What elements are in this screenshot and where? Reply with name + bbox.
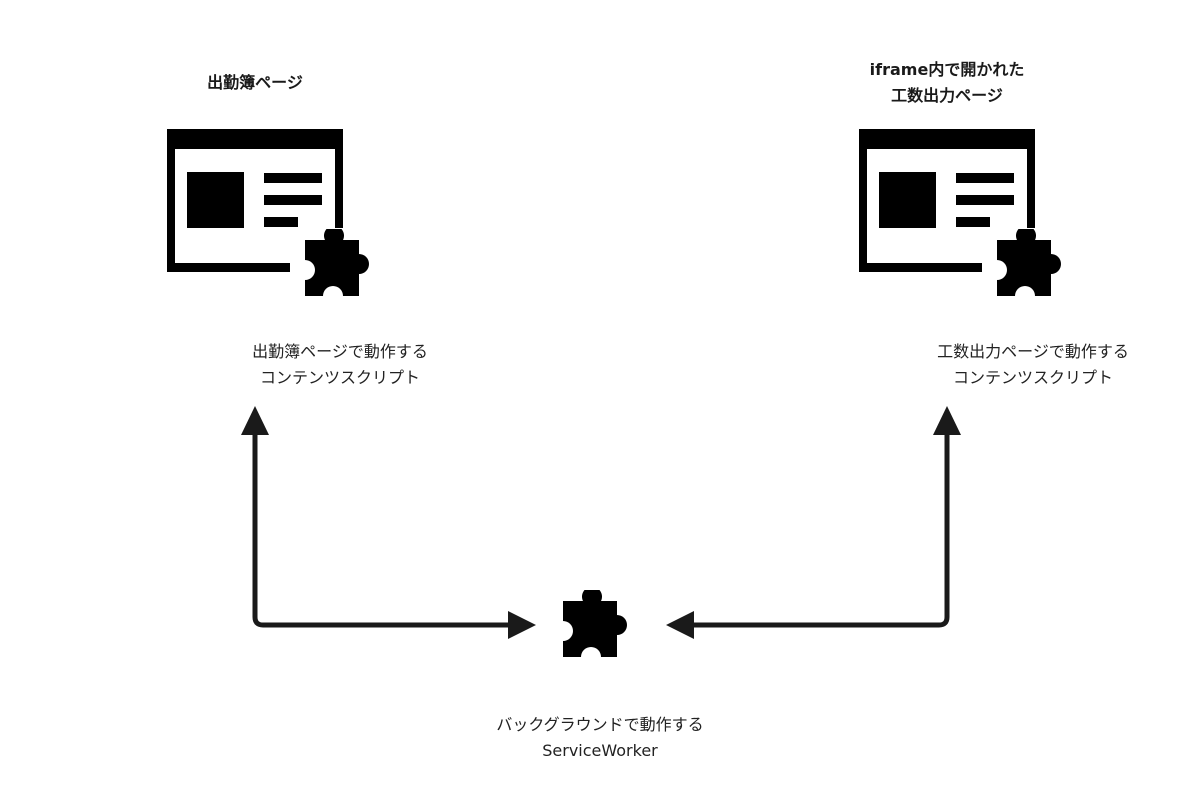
left-connector-arrow xyxy=(241,406,536,639)
left-node-caption: 出勤簿ページで動作する コンテンツスクリプト xyxy=(200,339,480,391)
right-title-line-2: 工数出力ページ xyxy=(891,86,1003,105)
service-worker-puzzle-icon xyxy=(563,590,627,657)
left-window-image-block xyxy=(187,172,244,228)
right-arrowhead-left xyxy=(666,611,694,639)
left-window-text-line-3 xyxy=(264,217,298,227)
right-window-text-line-1 xyxy=(956,173,1014,183)
right-node-title: iframe内で開かれた 工数出力ページ xyxy=(847,57,1047,109)
right-browser-window-icon xyxy=(859,129,1061,296)
bottom-caption-line-2: ServiceWorker xyxy=(542,741,658,760)
right-node-caption: 工数出力ページで動作する コンテンツスクリプト xyxy=(893,339,1173,391)
right-window-text-line-2 xyxy=(956,195,1014,205)
bottom-caption-line-1: バックグラウンドで動作する xyxy=(496,715,704,734)
left-node-title: 出勤簿ページ xyxy=(207,73,303,92)
left-caption-line-2: コンテンツスクリプト xyxy=(259,368,420,387)
left-caption-line-1: 出勤簿ページで動作する xyxy=(252,342,428,361)
left-browser-window-icon xyxy=(167,129,369,296)
left-puzzle-icon xyxy=(305,229,369,296)
right-connector-arrow xyxy=(666,406,961,639)
right-arrowhead-up xyxy=(933,406,961,435)
right-window-frame xyxy=(859,129,1035,272)
left-window-text-line-1 xyxy=(264,173,322,183)
right-window-text-line-3 xyxy=(956,217,990,227)
left-window-text-line-2 xyxy=(264,195,322,205)
right-caption-line-2: コンテンツスクリプト xyxy=(952,368,1113,387)
right-window-image-block xyxy=(879,172,936,228)
left-arrowhead-right xyxy=(508,611,536,639)
right-caption-line-1: 工数出力ページで動作する xyxy=(937,342,1129,361)
right-puzzle-icon xyxy=(997,229,1061,296)
left-window-frame xyxy=(167,129,343,272)
right-title-line-1: iframe内で開かれた xyxy=(869,60,1025,79)
left-arrowhead-up xyxy=(241,406,269,435)
bottom-node-caption: バックグラウンドで動作する ServiceWorker xyxy=(450,712,750,764)
